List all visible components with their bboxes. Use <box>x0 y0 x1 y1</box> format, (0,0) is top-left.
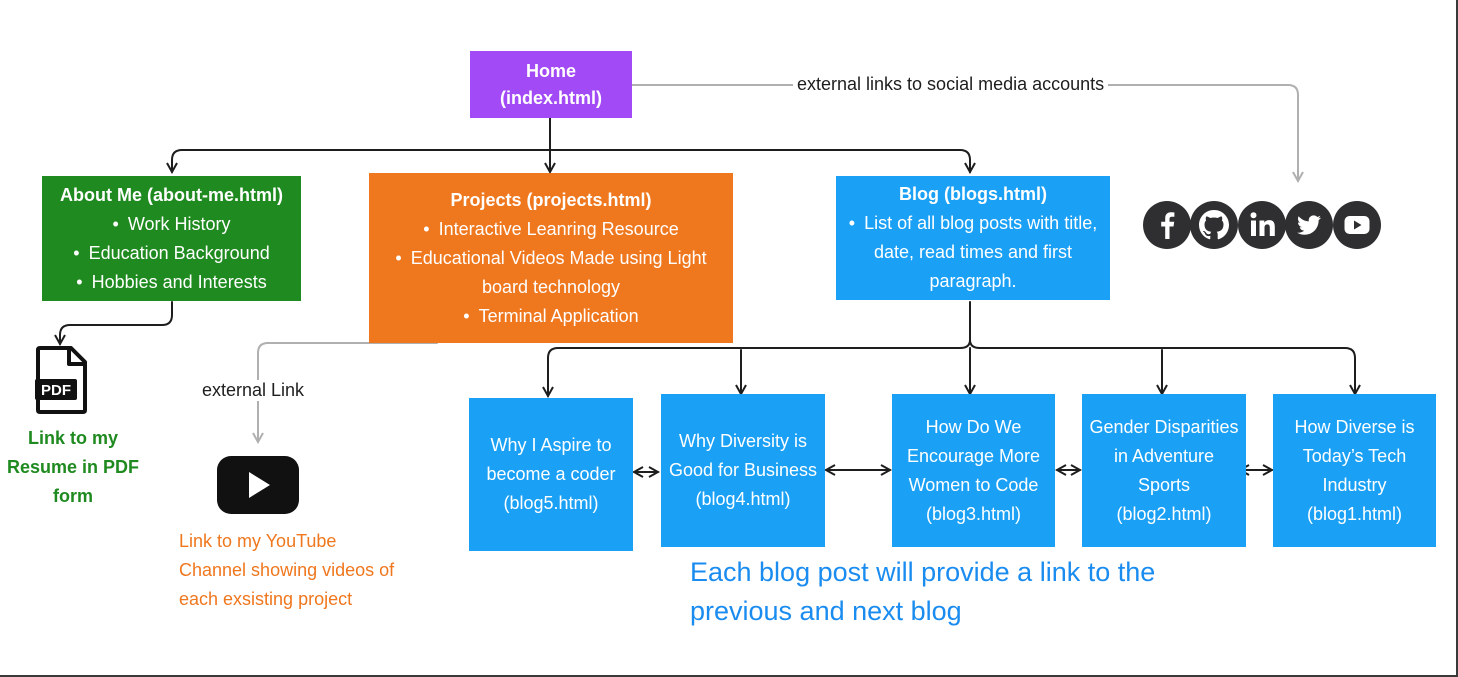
facebook-icon[interactable] <box>1143 201 1191 254</box>
blog-item: List of all blog posts with title, date,… <box>846 209 1100 296</box>
projects-list: Interactive Leanring Resource Educationa… <box>375 215 727 331</box>
projects-item: Terminal Application <box>375 302 727 331</box>
blog-post-box[interactable]: Why I Aspire to become a coder (blog5.ht… <box>469 398 633 551</box>
blog-post-box[interactable]: How Do We Encourage More Women to Code (… <box>892 394 1055 547</box>
about-box[interactable]: About Me (about-me.html) Work History Ed… <box>42 176 301 301</box>
projects-box[interactable]: Projects (projects.html) Interactive Lea… <box>369 173 733 343</box>
linkedin-icon[interactable] <box>1238 201 1286 254</box>
twitter-icon[interactable] <box>1285 201 1333 254</box>
about-item: Education Background <box>73 239 270 268</box>
about-title: About Me (about-me.html) <box>60 184 283 205</box>
social-connector <box>631 84 1298 181</box>
social-link-label: external links to social media accounts <box>793 74 1109 95</box>
projects-item: Educational Videos Made using Light boar… <box>375 244 727 302</box>
blog-post-label: Why Diversity is Good for Business (blog… <box>668 431 818 509</box>
youtube-connector <box>258 342 438 442</box>
about-list: Work History Education Background Hobbie… <box>73 210 270 297</box>
pdf-label: PDF <box>41 382 71 399</box>
youtube-social-icon[interactable] <box>1333 201 1381 254</box>
resume-link-text[interactable]: Link to my Resume in PDF form <box>6 428 140 506</box>
blog-post-label: How Do We Encourage More Women to Code (… <box>906 416 1041 524</box>
home-title: Home <box>525 60 576 81</box>
youtube-play-icon[interactable] <box>217 456 299 519</box>
blog-post-box[interactable]: Why Diversity is Good for Business (blog… <box>661 394 825 547</box>
blog-box[interactable]: Blog (blogs.html) List of all blog posts… <box>836 176 1110 300</box>
projects-item: Interactive Leanring Resource <box>375 215 727 244</box>
blog-post-label: Gender Disparities in Adventure Sports (… <box>1089 416 1239 524</box>
about-item: Work History <box>73 210 269 239</box>
about-item: Hobbies and Interests <box>73 268 269 297</box>
pdf-file-icon[interactable]: PDF <box>35 346 89 419</box>
home-box[interactable]: Home (index.html) <box>470 51 632 118</box>
blog-list: List of all blog posts with title, date,… <box>846 209 1100 296</box>
blog-post-label: Why I Aspire to become a coder (blog5.ht… <box>486 435 616 513</box>
home-subtitle: (index.html) <box>500 87 602 108</box>
blog-navigation-note: Each blog post will provide a link to th… <box>690 557 1156 626</box>
youtube-link-label: external Link <box>198 380 309 401</box>
blog-post-box[interactable]: Gender Disparities in Adventure Sports (… <box>1082 394 1246 547</box>
home-connector <box>181 117 971 173</box>
projects-title: Projects (projects.html) <box>450 189 652 210</box>
resume-arrow <box>60 301 173 344</box>
blog-title: Blog (blogs.html) <box>899 184 1047 204</box>
blog-post-box[interactable]: How Diverse is Today’s Tech Industry (bl… <box>1273 394 1436 547</box>
youtube-link-text[interactable]: Link to my YouTube Channel showing video… <box>179 531 395 609</box>
about-arrow <box>172 149 183 172</box>
blog-post-label: How Diverse is Today’s Tech Industry (bl… <box>1294 416 1415 524</box>
github-icon[interactable] <box>1190 201 1238 254</box>
